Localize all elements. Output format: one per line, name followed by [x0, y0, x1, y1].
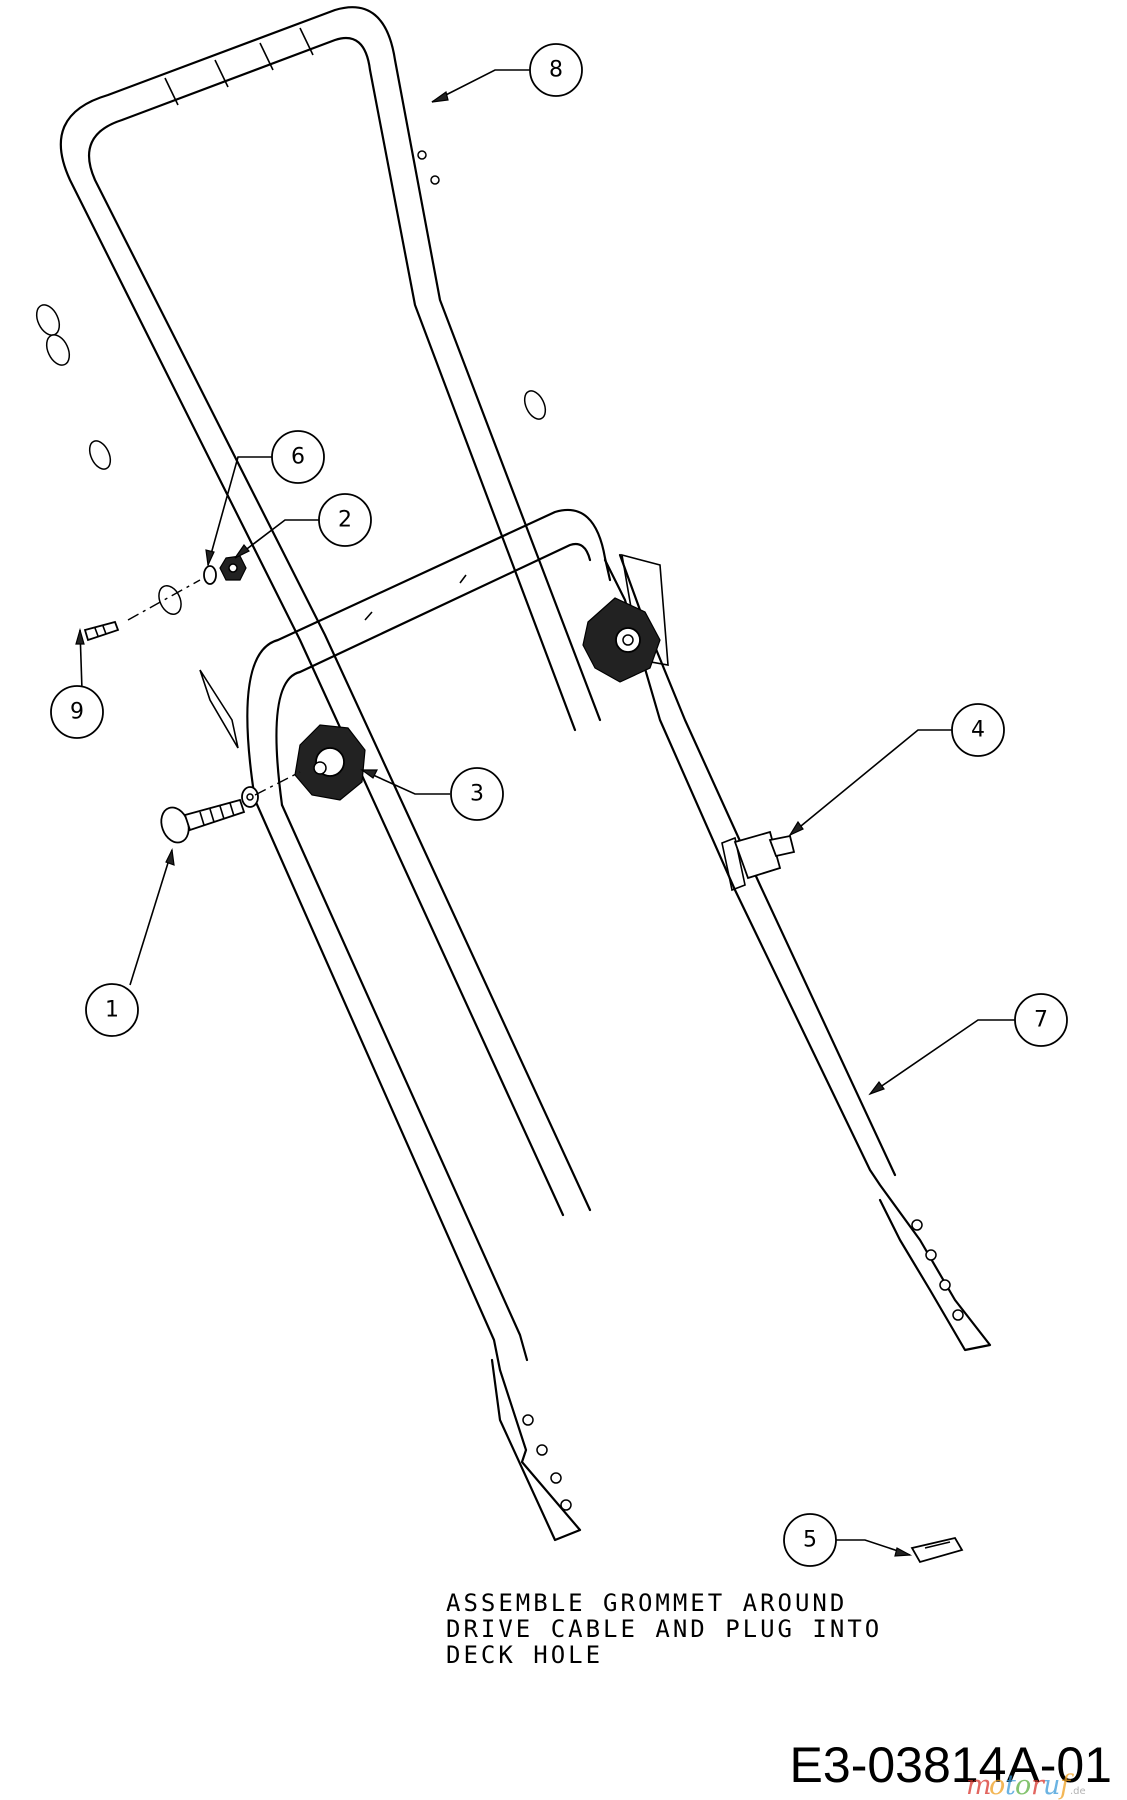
svg-text:t: t — [1005, 1770, 1016, 1800]
callout-5-number: 5 — [803, 1528, 817, 1553]
callout-1-number: 1 — [105, 998, 119, 1023]
rivet — [45, 334, 71, 366]
adjust-hole — [430, 175, 440, 185]
callout-9-number: 9 — [70, 700, 84, 725]
end-hole — [952, 1309, 964, 1321]
centerline — [127, 579, 201, 621]
callout-4: 4 — [951, 703, 1005, 757]
callout-6-number: 6 — [291, 445, 305, 470]
cable-clip-4 — [733, 830, 796, 880]
end-hole — [925, 1249, 937, 1261]
screw-9 — [83, 620, 120, 642]
svg-text:u: u — [1043, 1770, 1060, 1800]
rivet — [35, 304, 61, 336]
end-hole — [939, 1279, 951, 1291]
end-hole — [911, 1219, 923, 1231]
rivet — [523, 390, 547, 420]
leader-lines — [75, 69, 1015, 1557]
adjust-hole — [417, 150, 427, 160]
callout-5: 5 — [783, 1513, 837, 1567]
callout-8: 8 — [529, 43, 583, 97]
svg-text:r: r — [1031, 1770, 1046, 1800]
end-hole — [550, 1472, 562, 1484]
note-line-3: DECK HOLE — [446, 1641, 603, 1669]
diagram-code: E3-03814A-01 — [790, 1737, 1112, 1793]
knob-mounted — [582, 597, 661, 683]
callout-8-number: 8 — [549, 58, 563, 83]
lock-washer-6 — [203, 565, 217, 585]
watermark-logo: m o t o r u f .de — [966, 1770, 1086, 1800]
callout-1: 1 — [85, 983, 139, 1037]
callout-9: 9 — [50, 685, 104, 739]
note-line-1: ASSEMBLE GROMMET AROUND — [446, 1589, 847, 1617]
assembly-note: ASSEMBLE GROMMET AROUND DRIVE CABLE AND … — [446, 1589, 882, 1669]
svg-text:m: m — [966, 1770, 992, 1800]
note-line-2: DRIVE CABLE AND PLUG INTO — [446, 1615, 882, 1643]
callout-3-number: 3 — [470, 782, 484, 807]
svg-text:o: o — [989, 1770, 1005, 1800]
grommet-5 — [910, 1536, 964, 1564]
end-hole — [522, 1414, 534, 1426]
nut-2 — [219, 555, 247, 581]
svg-text:.de: .de — [1070, 1786, 1086, 1797]
callout-6: 6 — [271, 430, 325, 484]
rivet — [88, 440, 112, 470]
callout-7: 7 — [1014, 993, 1068, 1047]
lower-handle — [246, 508, 992, 1542]
end-hole — [536, 1444, 548, 1456]
callout-4-number: 4 — [971, 718, 985, 743]
end-hole — [560, 1499, 572, 1511]
upper-handle — [35, 6, 602, 1217]
callout-3: 3 — [450, 767, 504, 821]
svg-text:o: o — [1015, 1770, 1031, 1800]
callout-2: 2 — [318, 493, 372, 547]
callout-7-number: 7 — [1034, 1008, 1048, 1033]
bolt-hole — [158, 585, 182, 615]
knob-3 — [294, 724, 366, 801]
carriage-bolt-1 — [160, 798, 246, 844]
callout-2-number: 2 — [338, 508, 352, 533]
washer-hole — [246, 793, 254, 801]
centerline — [254, 771, 301, 796]
